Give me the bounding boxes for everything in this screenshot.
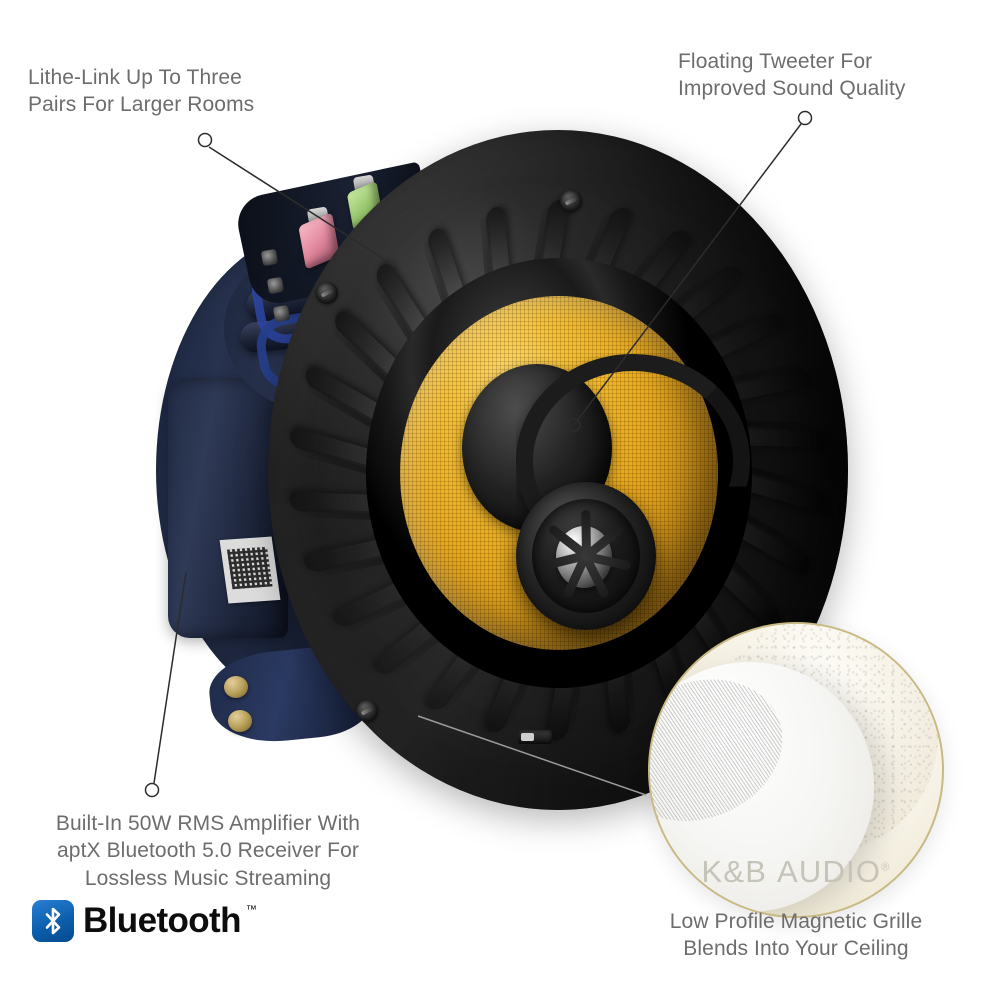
callout-lithe-link: Lithe-Link Up To Three Pairs For Larger … (28, 66, 255, 117)
baffle-vent-hole (395, 158, 409, 172)
brass-terminal-post-2 (228, 710, 252, 732)
mounting-screw-left (316, 282, 338, 304)
kb-audio-k: K (701, 854, 724, 889)
woofer-driver (366, 258, 752, 688)
bluetooth-icon (32, 900, 74, 942)
floating-tweeter (516, 482, 656, 630)
magnetic-grille-inset: K&B AUDIO® (648, 622, 944, 918)
qr-code-pattern (226, 546, 273, 590)
mounting-screw-bottom (356, 700, 378, 722)
impedance-switch (518, 730, 552, 744)
callout-floating-tweeter: Floating Tweeter For Improved Sound Qual… (678, 50, 906, 101)
tweeter-phase-plug (532, 499, 640, 613)
kb-audio-audio: AUDIO (777, 854, 882, 889)
mounting-screw-top (560, 190, 582, 212)
impedance-switch-toggle[interactable] (521, 733, 534, 741)
bluetooth-wordmark: Bluetooth (83, 901, 242, 940)
kb-audio-ampersand: & (723, 854, 746, 889)
registered-mark: ® (881, 861, 891, 874)
bluetooth-logo: Bluetooth ™ (32, 900, 257, 942)
baffle-pin-dot (428, 152, 433, 157)
bluetooth-rune-icon (45, 907, 61, 935)
brass-terminal-post-1 (224, 676, 248, 698)
kb-audio-watermark: K&B AUDIO® (650, 854, 942, 890)
callout-magnetic-grille: Low Profile Magnetic Grille Blends Into … (669, 910, 923, 961)
kb-audio-b: B (745, 854, 768, 889)
callout-built-in-amplifier: Built-In 50W RMS Amplifier With aptX Blu… (55, 812, 361, 890)
bluetooth-trademark: ™ (245, 904, 257, 916)
